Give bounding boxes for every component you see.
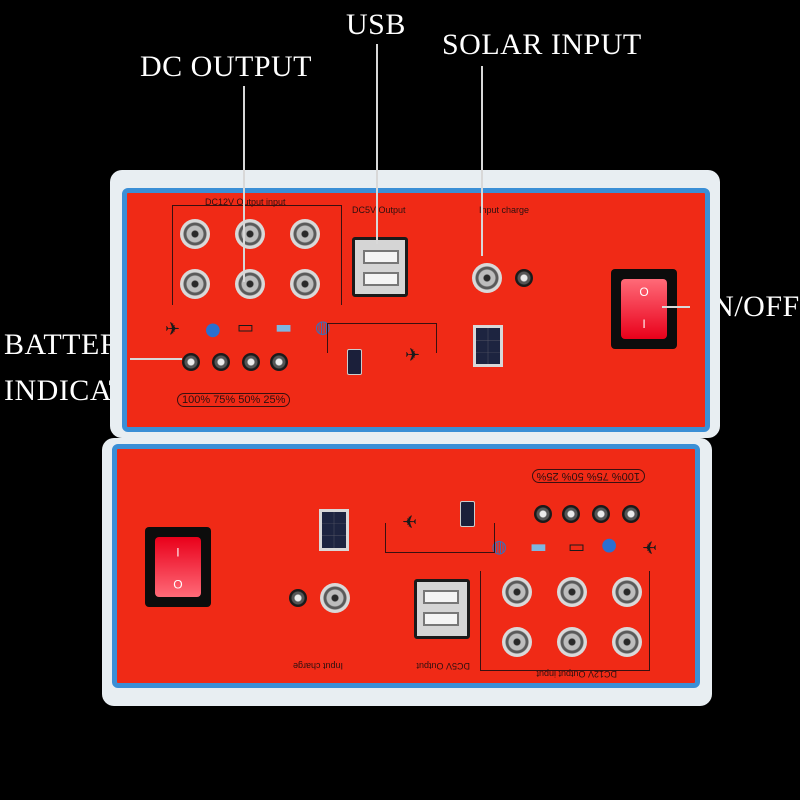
battery-led-100 xyxy=(182,353,200,371)
switch-off-mark: O xyxy=(639,285,649,299)
top-panel: DC12V Output input DC5V Output Input cha… xyxy=(110,170,720,440)
dc-jack[interactable] xyxy=(502,577,532,607)
laptop-icon: ▭ xyxy=(567,538,585,559)
usb-fan-icon: ✈ xyxy=(405,345,421,366)
leader-usb xyxy=(376,44,378,244)
usb-output-label: DC5V Output xyxy=(416,661,470,671)
dc-output-bracket xyxy=(172,205,342,305)
dc-jack[interactable] xyxy=(235,269,265,299)
usb-port[interactable] xyxy=(352,237,408,297)
dc-jack[interactable] xyxy=(290,269,320,299)
leader-battery xyxy=(130,358,182,360)
usb-slot[interactable] xyxy=(363,272,399,286)
usb-slot[interactable] xyxy=(423,612,459,626)
usb-fan-icon: ✈ xyxy=(401,510,417,531)
tv-icon: ▬ xyxy=(275,317,293,338)
usb-slot[interactable] xyxy=(363,250,399,264)
battery-led-25 xyxy=(534,505,552,523)
leader-onoff xyxy=(662,306,690,308)
battery-led-50 xyxy=(242,353,260,371)
usb-bracket xyxy=(327,323,437,353)
usb-slot[interactable] xyxy=(423,590,459,604)
battery-led-75 xyxy=(592,505,610,523)
battery-led-100 xyxy=(622,505,640,523)
bottom-panel-face: DC12V Output input DC5V Output Input cha… xyxy=(112,444,700,688)
battery-led-75 xyxy=(212,353,230,371)
power-switch[interactable]: O I xyxy=(145,527,211,607)
dc-jack[interactable] xyxy=(612,577,642,607)
usb-port[interactable] xyxy=(414,579,470,639)
dc-jack[interactable] xyxy=(235,219,265,249)
lightbulb-icon: ● xyxy=(205,319,221,340)
tv-icon: ▬ xyxy=(529,538,547,559)
solar-panel-icon xyxy=(319,509,349,551)
power-rocker[interactable]: O I xyxy=(621,279,667,339)
power-switch[interactable]: O I xyxy=(611,269,677,349)
battery-led-25 xyxy=(270,353,288,371)
dc-jack[interactable] xyxy=(502,627,532,657)
input-charge-label: Input charge xyxy=(292,661,343,671)
callout-usb: USB xyxy=(346,8,406,41)
solar-input-jack[interactable] xyxy=(472,263,502,293)
callout-solar-input: SOLAR INPUT xyxy=(442,28,642,61)
battery-levels-label: 100% 75% 50% 25% xyxy=(531,469,645,483)
charge-led xyxy=(289,589,307,607)
battery-levels-label: 100% 75% 50% 25% xyxy=(177,393,291,407)
charge-led xyxy=(515,269,533,287)
bottom-panel: DC12V Output input DC5V Output Input cha… xyxy=(102,436,712,706)
globe-icon: ◍ xyxy=(315,317,331,338)
dc-jack[interactable] xyxy=(612,627,642,657)
fan-icon: ✈ xyxy=(641,536,657,557)
phone-icon xyxy=(460,501,475,527)
dc-jack[interactable] xyxy=(180,269,210,299)
phone-icon xyxy=(347,349,362,375)
dc-jack[interactable] xyxy=(557,627,587,657)
solar-input-jack[interactable] xyxy=(320,583,350,613)
solar-panel-icon xyxy=(473,325,503,367)
dc-jack[interactable] xyxy=(557,577,587,607)
switch-on-mark: I xyxy=(176,545,180,559)
leader-solar xyxy=(481,66,483,256)
power-rocker[interactable]: O I xyxy=(155,537,201,597)
battery-led-50 xyxy=(562,505,580,523)
top-panel-face: DC12V Output input DC5V Output Input cha… xyxy=(122,188,710,432)
dc-jack[interactable] xyxy=(180,219,210,249)
lightbulb-icon: ● xyxy=(601,536,617,557)
input-charge-label: Input charge xyxy=(479,205,530,215)
usb-output-label: DC5V Output xyxy=(352,205,406,215)
callout-dc-output: DC OUTPUT xyxy=(140,50,313,83)
leader-dc xyxy=(243,86,245,282)
switch-on-mark: I xyxy=(642,317,646,331)
switch-off-mark: O xyxy=(173,577,183,591)
dc-output-label: DC12V Output input xyxy=(205,197,286,207)
dc-jack[interactable] xyxy=(290,219,320,249)
fan-icon: ✈ xyxy=(165,319,181,340)
laptop-icon: ▭ xyxy=(237,317,255,338)
